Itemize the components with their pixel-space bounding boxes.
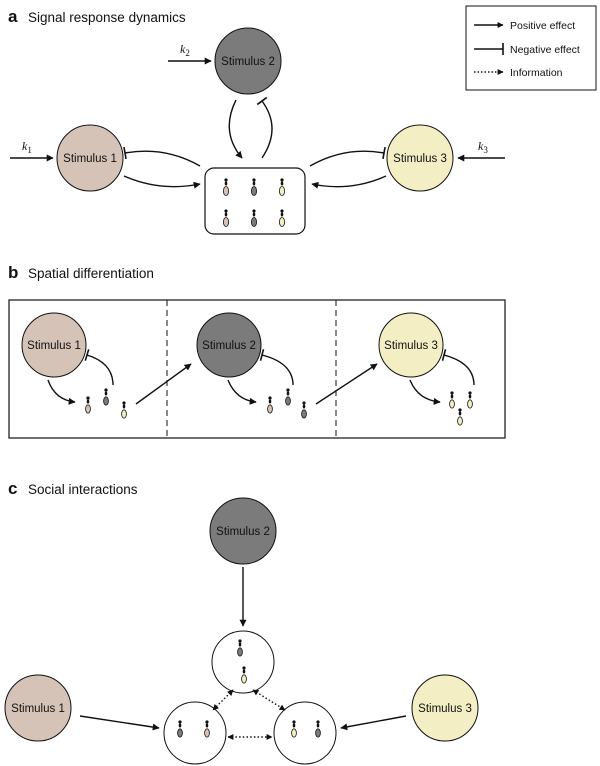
stimulus-1-circle	[21, 312, 87, 378]
legend: Positive effect Negative effect Informat…	[465, 5, 597, 91]
ant-icon	[262, 383, 312, 419]
zone-1-inhibition	[84, 349, 114, 386]
ant-icon	[444, 386, 478, 426]
zone-3-inhibition	[441, 348, 475, 386]
stimulus-2-circle	[214, 27, 282, 95]
k2-label: k2	[180, 42, 190, 58]
zone-2-positive-arrow	[227, 379, 257, 405]
panel-a-title: Signal response dynamics	[28, 10, 186, 25]
stimulus-2-circle	[209, 497, 277, 565]
colony-box	[204, 167, 306, 235]
legend-information-label: Information	[510, 67, 563, 79]
k1-label: k1	[22, 139, 32, 155]
panel-c: c Social interactions Stimulus 2 Stimulu…	[4, 479, 479, 765]
stimulus-1-label: Stimulus 1	[11, 703, 65, 715]
stimulus-2-label: Stimulus 2	[221, 56, 275, 68]
stimulus-3-circle	[411, 674, 479, 742]
ant-icon	[218, 173, 290, 227]
colony-to-s3-inhibition	[309, 146, 386, 167]
zone-2-inhibition	[259, 348, 294, 386]
panel-b-title: Spatial differentiation	[28, 266, 154, 281]
stimulus-3-label: Stimulus 3	[418, 703, 472, 715]
colony-to-s2-inhibition	[256, 96, 273, 159]
panel-b-letter: b	[8, 263, 18, 282]
s1-to-colony-arrow	[123, 175, 201, 189]
s3-to-group-arrow	[340, 715, 407, 731]
zone-2-to-s3-arrow	[315, 363, 378, 405]
panel-a: a Signal response dynamics Positive effe…	[8, 5, 597, 235]
k3-label: k3	[478, 139, 488, 155]
dotted-arrow-icon	[252, 689, 286, 711]
s1-to-group-arrow	[79, 715, 160, 731]
stimulus-3-circle	[378, 312, 444, 378]
colony-to-s1-inhibition	[123, 146, 201, 167]
panel-c-title: Social interactions	[28, 482, 138, 497]
stimulus-2-label: Stimulus 2	[202, 340, 256, 352]
group-circle-top	[211, 630, 275, 694]
group-circle-left	[163, 701, 227, 765]
panel-a-letter: a	[8, 7, 18, 26]
s2-to-colony-arrow	[228, 99, 243, 159]
stimulus-3-label: Stimulus 3	[393, 153, 447, 165]
stimulus-3-label: Stimulus 3	[384, 340, 438, 352]
zone-1-to-s2-arrow	[135, 363, 192, 405]
panel-c-letter: c	[8, 479, 17, 498]
s3-to-colony-arrow	[311, 175, 387, 189]
stimulus-2-circle	[196, 312, 262, 378]
zone-3-positive-arrow	[409, 379, 441, 405]
group-circle-right	[273, 701, 337, 765]
panel-b: b Spatial differentiation Stimulus 1 Sti…	[8, 263, 506, 439]
ant-icon	[80, 383, 132, 419]
stimulus-2-label: Stimulus 2	[216, 526, 270, 538]
stimulus-1-circle	[56, 124, 124, 192]
dotted-arrow-icon	[212, 689, 234, 711]
stimulus-1-label: Stimulus 1	[63, 153, 117, 165]
legend-positive-label: Positive effect	[510, 20, 575, 32]
legend-negative-label: Negative effect	[510, 44, 580, 56]
zone-1-positive-arrow	[47, 379, 76, 405]
stimulus-3-circle	[386, 124, 454, 192]
legend-box	[465, 5, 597, 91]
stimulus-1-label: Stimulus 1	[27, 340, 81, 352]
ant-icon	[172, 634, 326, 738]
stimulus-1-circle	[4, 674, 72, 742]
